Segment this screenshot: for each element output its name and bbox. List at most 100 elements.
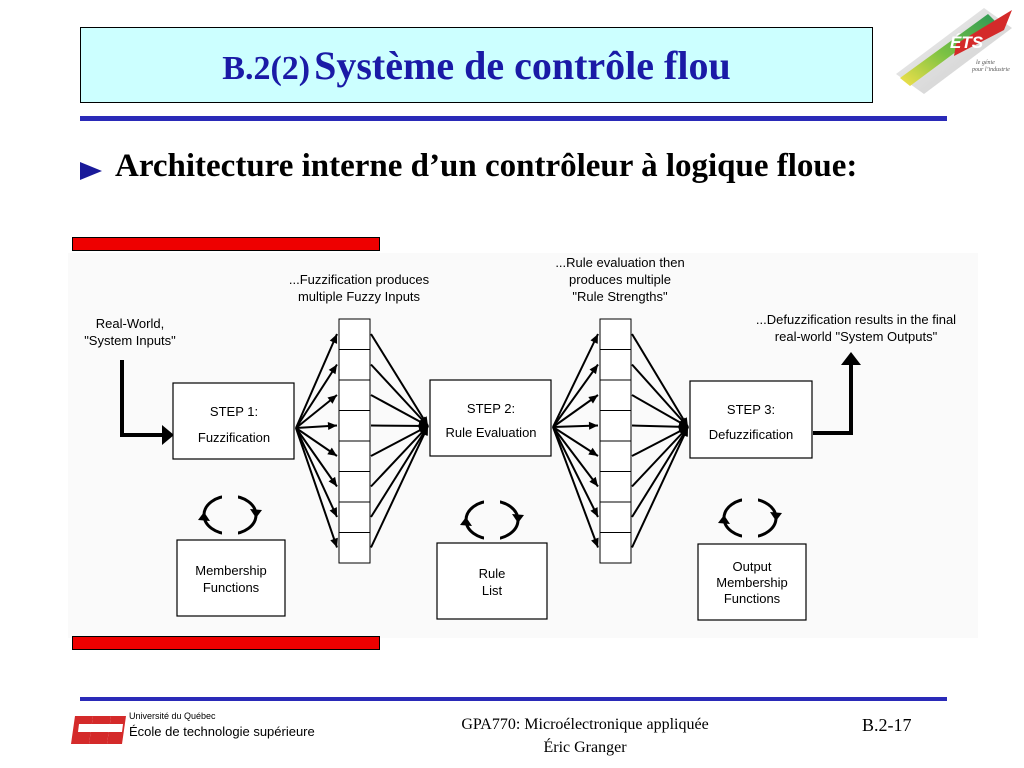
membership-line-1: Membership (195, 563, 267, 578)
step2-title: STEP 2: (467, 401, 515, 416)
cycle-icon-step3 (718, 492, 782, 544)
stack-cell (599, 471, 632, 503)
step2-box: STEP 2: Rule Evaluation (429, 379, 552, 457)
fan-arrow (295, 363, 338, 429)
stack-cell (599, 318, 632, 350)
fan-arrow (295, 427, 338, 518)
stack-cell (338, 410, 371, 442)
stack-cell (338, 532, 371, 564)
footer-course: GPA770: Microélectronique appliquée (461, 716, 709, 733)
rule-list-line-2: List (482, 583, 503, 598)
fan-arrowhead (589, 476, 598, 487)
fuzz-note-2: multiple Fuzzy Inputs (298, 289, 421, 304)
fan-arrowhead (327, 395, 337, 404)
fan-arrowhead (590, 507, 598, 517)
stack-cell (599, 349, 632, 381)
membership-functions-box: Membership Functions (176, 539, 286, 617)
fan-arrow (370, 425, 429, 518)
step1-title: STEP 1: (210, 404, 258, 419)
fan-arrow (370, 424, 429, 427)
fan-arrow (552, 426, 599, 518)
fan-arrow (370, 394, 429, 427)
rule-strengths-stack (599, 318, 632, 564)
output-mf-line-3: Functions (724, 591, 781, 606)
fan-arrowhead (588, 421, 598, 430)
fan-arrow (295, 333, 338, 429)
bullet-arrow-icon (80, 162, 102, 180)
footer-university: Université du Québec (129, 711, 216, 721)
page-number: B.2-17 (862, 715, 912, 735)
fan-arrow (552, 426, 599, 548)
fan-arrow (370, 333, 429, 427)
fan-arrow (631, 426, 689, 518)
stack-cell (599, 410, 632, 442)
stack-cell (599, 532, 632, 564)
fan-arrowhead (420, 426, 428, 436)
input-label-2: "System Inputs" (84, 333, 176, 348)
title-prefix: B.2(2) (222, 49, 311, 87)
stack-cell (338, 349, 371, 381)
output-arrow (813, 361, 853, 435)
fan-arrow (295, 427, 338, 548)
defuzz-note-1: ...Defuzzification results in the final (756, 312, 956, 327)
fan-arrowhead (589, 364, 598, 375)
rule-note-3: "Rule Strengths" (572, 289, 668, 304)
stack-cell (338, 318, 371, 350)
stack-cell (599, 379, 632, 411)
input-arrow (120, 360, 165, 437)
input-arrowhead (162, 425, 174, 445)
step3-box: STEP 3: Defuzzification (689, 380, 813, 459)
fan-arrow (631, 426, 689, 457)
fan-arrow (370, 425, 429, 548)
bottom-rule (80, 697, 947, 701)
fan-arrowhead (329, 507, 337, 517)
step3-name: Defuzzification (709, 427, 794, 442)
logo-text: ÉTS (950, 33, 984, 52)
rule-note-1: ...Rule evaluation then (555, 255, 684, 270)
ets-logo: ÉTS le génie pour l’industrie (892, 4, 1020, 108)
fan-arrow (370, 425, 429, 488)
fan-arrowhead (591, 537, 599, 548)
rule-list-box: Rule List (436, 542, 548, 620)
footer-school: École de technologie supérieure (129, 724, 315, 739)
output-arrowhead (841, 352, 861, 365)
uq-logo-icon (71, 712, 126, 748)
membership-line-2: Functions (203, 580, 260, 595)
step1-name: Fuzzification (198, 430, 270, 445)
logo-tagline-2: pour l’industrie (971, 67, 1010, 73)
fan-arrow (631, 426, 689, 488)
page-title: B.2(2) Système de contrôle flou (222, 42, 730, 89)
step2-name: Rule Evaluation (445, 425, 536, 440)
logo-tagline-1: le génie (976, 60, 995, 66)
fan-arrowhead (590, 334, 598, 344)
fan-arrowhead (327, 447, 337, 456)
fan-arrowhead (328, 364, 337, 375)
fan-arrow (370, 425, 429, 457)
fan-arrows (295, 333, 689, 548)
fuzzy-controller-diagram: Real-World, "System Inputs" ...Fuzzifica… (68, 253, 978, 638)
stack-cell (338, 440, 371, 472)
step1-box: STEP 1: Fuzzification (172, 382, 295, 460)
fan-arrowhead (328, 476, 337, 487)
output-mf-line-1: Output (732, 559, 771, 574)
stack-cell (338, 471, 371, 503)
stack-cell (599, 501, 632, 533)
red-bar-top (72, 237, 380, 251)
fan-arrow (370, 363, 429, 427)
fan-arrowhead (680, 427, 688, 437)
bullet-heading: Architecture interne d’un contrôleur à l… (115, 148, 858, 184)
output-mf-line-2: Membership (716, 575, 788, 590)
red-bar-bottom (72, 636, 380, 650)
top-rule (80, 116, 947, 121)
cycle-icon-step2 (460, 494, 524, 546)
title-box: B.2(2) Système de contrôle flou (80, 27, 873, 103)
fuzzy-inputs-stack (338, 318, 371, 564)
fan-arrow (552, 394, 599, 428)
fan-arrow (552, 363, 599, 428)
fan-arrow (552, 426, 599, 488)
rule-note-2: produces multiple (569, 272, 671, 287)
output-membership-box: Output Membership Functions (697, 543, 807, 621)
defuzz-note-2: real-world "System Outputs" (775, 329, 938, 344)
fan-arrowhead (330, 537, 338, 548)
fan-arrow (631, 424, 689, 428)
